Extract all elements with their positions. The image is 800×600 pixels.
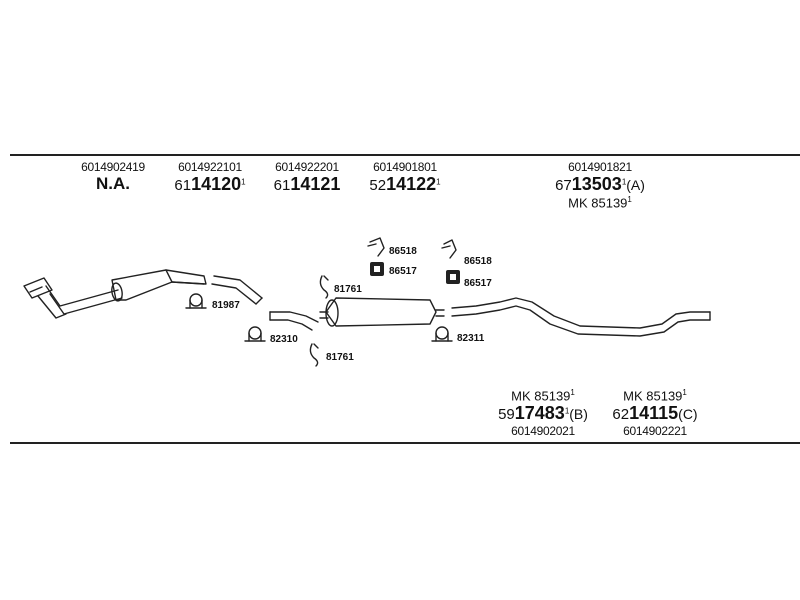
callout-86517-left: 86517 (389, 266, 417, 277)
part-core: 13503 (571, 174, 622, 194)
top-rule (10, 154, 800, 156)
center-muffler-shape (319, 297, 445, 327)
part-label-13503: 6014901821 67135031(A) MK 851391 (540, 160, 660, 210)
part-number: 59174831(B) (488, 403, 598, 424)
oe-number: 6014902221 (623, 424, 687, 439)
part-suffix: (A) (626, 177, 645, 193)
part-sup: 1 (436, 177, 441, 187)
part-prefix: 62 (612, 406, 630, 424)
part-sup: 1 (621, 177, 627, 187)
part-prefix: 61 (273, 177, 291, 194)
part-suffix: (B) (569, 406, 588, 423)
part-core: 14120 (191, 174, 242, 194)
callout-86517-right: 86517 (464, 278, 492, 289)
part-core: 17483 (514, 403, 565, 424)
part-sup: 1 (241, 177, 246, 187)
part-label-14121: 6014922201 6114121 (262, 160, 352, 195)
mk-sup: 1 (627, 195, 632, 204)
oe-number: 6014901821 (568, 160, 632, 174)
oe-number: 6014901801 (373, 160, 437, 174)
part-prefix: 59 (498, 406, 515, 424)
mounting-kit: MK 851391 (600, 388, 710, 403)
oe-number: 6014922201 (275, 160, 339, 174)
rubber-mount-86517-right-shape (446, 270, 460, 284)
clamp-82311-shape (431, 326, 453, 342)
hanger-81761-upper-shape (319, 275, 329, 299)
callout-82311: 82311 (457, 333, 485, 344)
part-number: 52141221 (360, 174, 450, 195)
part-core: 14115 (629, 403, 679, 424)
oe-number: 6014922101 (178, 160, 242, 174)
part-number: 61141201 (165, 174, 255, 195)
part-label-na: 6014902419 N.A. (68, 160, 158, 194)
rubber-mount-86517-left-shape (370, 262, 384, 276)
not-available-label: N.A. (96, 174, 130, 193)
part-number: 6114121 (262, 174, 352, 195)
tail-pipe-shape (451, 297, 711, 337)
oe-number: 6014902419 (81, 160, 145, 174)
bracket-86518-left-shape (367, 237, 385, 257)
part-label-17483: MK 851391 59174831(B) 6014902021 (488, 388, 598, 438)
part-label-14120: 6014922101 61141201 (165, 160, 255, 195)
clamp-82310-shape (244, 326, 266, 342)
part-sup: 1 (564, 406, 570, 416)
part-prefix: 52 (369, 177, 387, 194)
mounting-kit: MK 851391 (488, 388, 598, 403)
hanger-81761-lower-shape (309, 343, 319, 367)
callout-81987: 81987 (212, 300, 240, 311)
mk-sup: 1 (682, 388, 687, 397)
part-label-14115: MK 851391 6214115(C) 6014902221 (600, 388, 710, 438)
clamp-81987-shape (185, 293, 207, 309)
part-number: 6214115(C) (600, 403, 710, 424)
front-pipe-shape (23, 277, 123, 319)
bottom-rule (10, 442, 800, 444)
part-label-14122: 6014901801 52141221 (360, 160, 450, 195)
part-core: 14122 (386, 174, 437, 194)
callout-86518-right: 86518 (464, 256, 492, 267)
part-suffix: (C) (678, 406, 698, 423)
part-prefix: 61 (174, 177, 192, 194)
middle-pipe-1-shape (211, 275, 263, 305)
oe-number: 6014902021 (511, 424, 575, 439)
callout-81761-lower: 81761 (326, 352, 354, 363)
mk-number: MK 85139 (511, 388, 571, 404)
middle-pipe-2-shape (269, 311, 319, 331)
part-prefix: 67 (555, 177, 572, 194)
bracket-86518-right-shape (441, 239, 457, 259)
pre-muffler-shape (111, 269, 207, 302)
callout-82310: 82310 (270, 334, 298, 345)
mk-sup: 1 (570, 388, 575, 397)
callout-81761-upper: 81761 (334, 284, 362, 295)
part-core: 14121 (290, 174, 341, 194)
part-number: 67135031(A) (540, 174, 660, 195)
mk-number: MK 85139 (623, 388, 683, 404)
callout-86518-left: 86518 (389, 246, 417, 257)
mounting-kit: MK 851391 (540, 195, 660, 210)
mk-number: MK 85139 (568, 195, 628, 211)
